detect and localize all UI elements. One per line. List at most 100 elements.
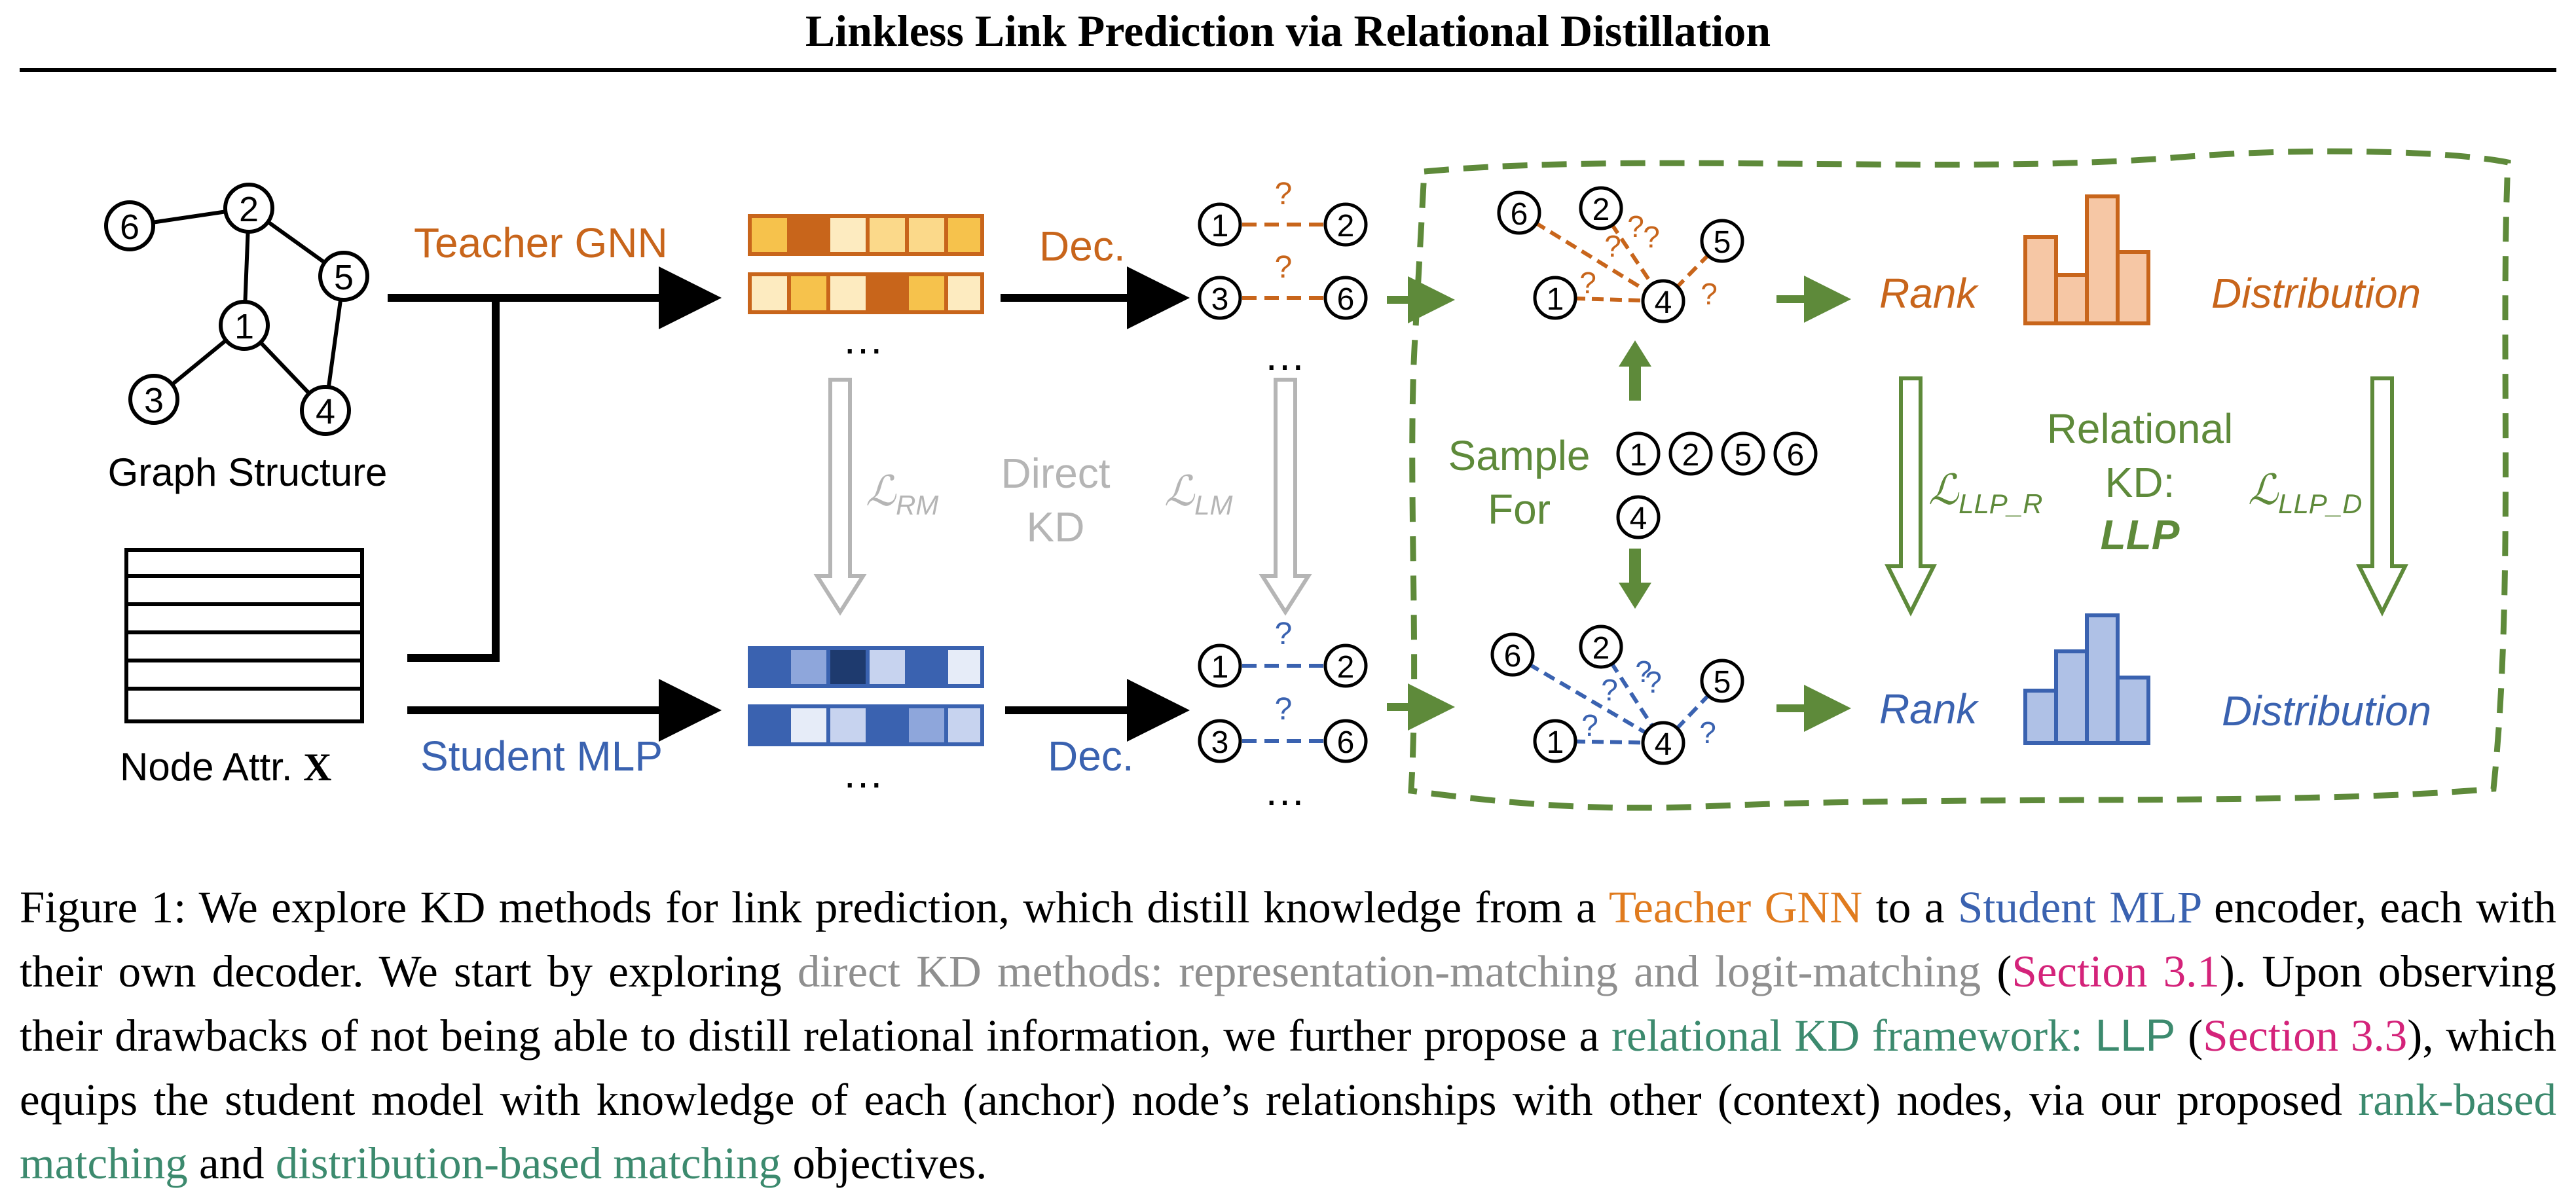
svg-text:?: ? [1627, 209, 1644, 244]
caption-teacher-gnn: Teacher GNN [1608, 882, 1863, 932]
teacher-gnn-label: Teacher GNN [414, 219, 668, 266]
sample-down-arrow [1619, 549, 1651, 609]
student-sample-questions: ? ? ? ? ? [1581, 655, 1716, 750]
student-dec-label: Dec. [1048, 733, 1134, 780]
svg-text:1: 1 [1547, 725, 1564, 760]
graph-node-1: 1 [219, 300, 270, 351]
caption-relational-kd: relational KD framework: [1611, 1011, 2095, 1060]
student-logit-pair-1-2: 1 2 ? [1198, 617, 1368, 688]
svg-text:?: ? [1275, 617, 1293, 651]
loss-lm-label: ℒLM [1164, 467, 1232, 520]
svg-text:1: 1 [1211, 209, 1229, 244]
student-mlp-label: Student MLP [420, 733, 663, 780]
svg-text:4: 4 [1655, 727, 1672, 762]
svg-text:1: 1 [1630, 438, 1647, 473]
svg-text:6: 6 [1787, 438, 1805, 473]
svg-text:6: 6 [1337, 282, 1355, 317]
svg-text:?: ? [1579, 266, 1596, 300]
svg-text:1: 1 [1211, 650, 1229, 685]
teacher-embedding-2 [748, 272, 984, 314]
loss-rm-label: ℒRM [866, 467, 938, 520]
node-attr-label: Node Attr. X [120, 745, 332, 789]
svg-text:3: 3 [1211, 725, 1229, 760]
direct-kd-label-1: Direct [1001, 450, 1110, 497]
graph-structure-label: Graph Structure [108, 450, 388, 494]
sample-for-label-2: For [1488, 486, 1551, 533]
student-sample-nodes: 6 2 5 1 4 [1490, 625, 1744, 765]
student-logit-ellipsis: … [1264, 767, 1306, 814]
svg-text:5: 5 [1714, 225, 1731, 260]
svg-text:6: 6 [1504, 639, 1522, 674]
graph-node-3: 3 [128, 374, 179, 425]
sample-for-label-1: Sample [1448, 432, 1591, 479]
relational-kd-label-1: Relational [2047, 405, 2234, 452]
teacher-rank-label: Rank [1879, 270, 1979, 317]
svg-text:5: 5 [1735, 438, 1752, 473]
graph-node-2: 2 [223, 183, 274, 234]
svg-text:2: 2 [1682, 438, 1700, 473]
header-rule [20, 68, 2556, 72]
student-rank-label: Rank [1879, 685, 1979, 733]
svg-text:2: 2 [1592, 631, 1610, 666]
student-distribution-label: Distribution [2222, 687, 2431, 734]
figure-caption: Figure 1: We explore KD methods for link… [20, 882, 2557, 1188]
caption-llp: LLP [2095, 1010, 2176, 1060]
svg-text:2: 2 [1337, 209, 1355, 244]
caption-distribution-matching: distribution-based matching [275, 1138, 782, 1188]
teacher-logit-pair-1-2: 1 2 ? [1198, 177, 1368, 247]
svg-text:1: 1 [1547, 282, 1564, 317]
teacher-sample-nodes: 6 2 5 1 4 [1497, 186, 1744, 323]
graph-node-4-label: 4 [316, 392, 335, 431]
svg-text:?: ? [1635, 655, 1652, 689]
graph-node-6-label: 6 [120, 208, 139, 247]
svg-text:?: ? [1604, 229, 1621, 263]
context-nodes: 1 2 5 6 [1616, 431, 1818, 476]
paper-header-title: Linkless Link Prediction via Relational … [805, 6, 1771, 56]
student-embedding-ellipsis: … [842, 750, 884, 797]
llp-framework-region [1408, 148, 2511, 811]
svg-text:4: 4 [1630, 501, 1647, 536]
sample-up-arrow [1619, 340, 1651, 401]
graph-node-1-label: 1 [234, 307, 254, 346]
graph-node-3-label: 3 [144, 381, 164, 420]
teacher-logit-ellipsis: … [1264, 332, 1306, 379]
caption-student-mlp: Student MLP [1958, 882, 2201, 932]
svg-text:?: ? [1601, 673, 1618, 707]
direct-kd-label-2: KD [1027, 503, 1085, 551]
caption-section-3-3-link[interactable]: Section 3.3 [2203, 1011, 2408, 1060]
student-logit-pair-3-6: 3 6 ? [1198, 692, 1368, 763]
svg-text:?: ? [1275, 177, 1293, 211]
svg-text:?: ? [1643, 220, 1660, 254]
graph-node-5-label: 5 [334, 258, 354, 297]
teacher-sample-questions: ? ? ? ? ? [1579, 209, 1718, 311]
svg-text:?: ? [1701, 277, 1718, 311]
rank-matching-arrow [1885, 376, 1937, 617]
graph-node-5: 5 [318, 251, 369, 302]
graph-node-4: 4 [300, 385, 351, 436]
student-embedding-1 [748, 646, 984, 688]
svg-text:2: 2 [1337, 650, 1355, 685]
svg-text:3: 3 [1211, 282, 1229, 317]
caption-direct-kd: direct KD methods: representation-matchi… [797, 946, 1981, 996]
svg-text:5: 5 [1714, 665, 1731, 700]
teacher-embedding-1 [748, 214, 984, 256]
attr-to-teacher-connector [407, 298, 500, 662]
node-attr-matrix [124, 548, 364, 723]
svg-text:?: ? [1699, 716, 1716, 750]
caption-section-3-1-link[interactable]: Section 3.1 [2012, 946, 2220, 996]
teacher-distribution-label: Distribution [2211, 270, 2421, 317]
anchor-node: 4 [1616, 495, 1661, 539]
svg-text:?: ? [1275, 250, 1293, 285]
svg-text:?: ? [1645, 665, 1662, 699]
student-distribution-histogram [2023, 613, 2150, 745]
distribution-matching-arrow [2356, 376, 2408, 617]
student-embedding-2 [748, 704, 984, 746]
teacher-logit-pair-3-6: 3 6 ? [1198, 250, 1368, 320]
teacher-embedding-ellipsis: … [842, 316, 884, 363]
figure-1-diagram: 6 2 5 1 3 4 Graph Structure Node Attr. X… [104, 148, 2511, 814]
svg-text:2: 2 [1592, 192, 1610, 227]
logit-matching-arrow [1259, 378, 1312, 616]
svg-text:6: 6 [1511, 197, 1528, 232]
svg-text:6: 6 [1337, 725, 1355, 760]
relational-kd-label-3: LLP [2101, 511, 2180, 558]
